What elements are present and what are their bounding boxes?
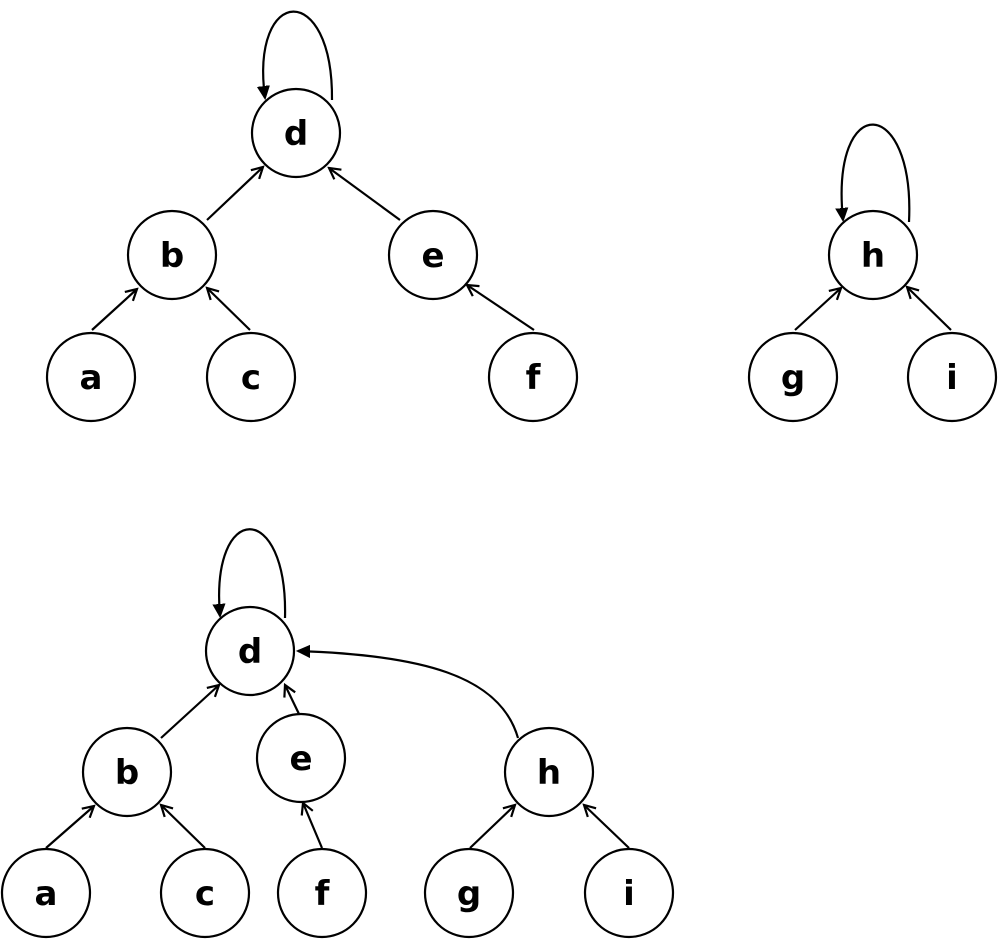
edge-f-to-e [467, 285, 535, 331]
tree-after-union: d b e h a c f [0, 528, 675, 939]
node-f: f [276, 847, 368, 939]
node-a: a [45, 331, 137, 423]
edge-h-to-d [298, 651, 520, 739]
node-d: d [250, 87, 342, 179]
node-label: g [457, 874, 481, 914]
node-b: b [81, 726, 173, 818]
node-c: c [205, 331, 297, 423]
node-label: d [284, 114, 308, 154]
node-label: b [160, 236, 184, 276]
node-i: i [583, 847, 675, 939]
edge-a-to-b [91, 289, 137, 331]
edge-g-to-h [469, 805, 515, 849]
node-label: b [115, 753, 139, 793]
node-f: f [487, 331, 579, 423]
node-label: e [421, 236, 444, 276]
node-e: e [255, 712, 347, 804]
node-label: f [315, 874, 331, 914]
node-label: c [241, 358, 261, 398]
node-c: c [159, 847, 251, 939]
edge-h-self-loop [842, 123, 911, 222]
edge-g-to-h [794, 288, 841, 331]
node-label: e [289, 739, 312, 779]
edge-i-to-h [584, 805, 630, 849]
node-label: f [526, 358, 542, 398]
tree-before-d: d b e a c f [45, 10, 579, 423]
node-h: h [503, 726, 595, 818]
tree-before-h: h g i [747, 123, 998, 423]
node-label: g [781, 358, 805, 398]
node-e: e [387, 209, 479, 301]
edge-d-self-loop [263, 10, 334, 100]
node-label: c [195, 874, 215, 914]
node-label: h [861, 236, 885, 276]
edge-e-to-d [329, 168, 401, 221]
node-label: i [623, 874, 635, 914]
node-label: h [537, 753, 561, 793]
edge-c-to-b [207, 288, 251, 331]
edge-b-to-d [206, 167, 263, 221]
node-label: a [35, 874, 58, 914]
node-b: b [126, 209, 218, 301]
node-h: h [827, 209, 919, 301]
node-g: g [423, 847, 515, 939]
node-label: a [80, 358, 103, 398]
node-d: d [204, 605, 296, 697]
node-g: g [747, 331, 839, 423]
edge-b-to-d [160, 685, 219, 739]
edge-d-self-loop [219, 528, 287, 618]
edge-f-to-e [303, 803, 324, 849]
edge-a-to-b [45, 806, 94, 849]
node-i: i [906, 331, 998, 423]
node-label: i [946, 358, 958, 398]
edge-e-to-d [285, 685, 300, 715]
node-a: a [0, 847, 92, 939]
node-label: d [238, 632, 262, 672]
edge-i-to-h [907, 287, 952, 331]
edge-c-to-b [161, 805, 206, 849]
